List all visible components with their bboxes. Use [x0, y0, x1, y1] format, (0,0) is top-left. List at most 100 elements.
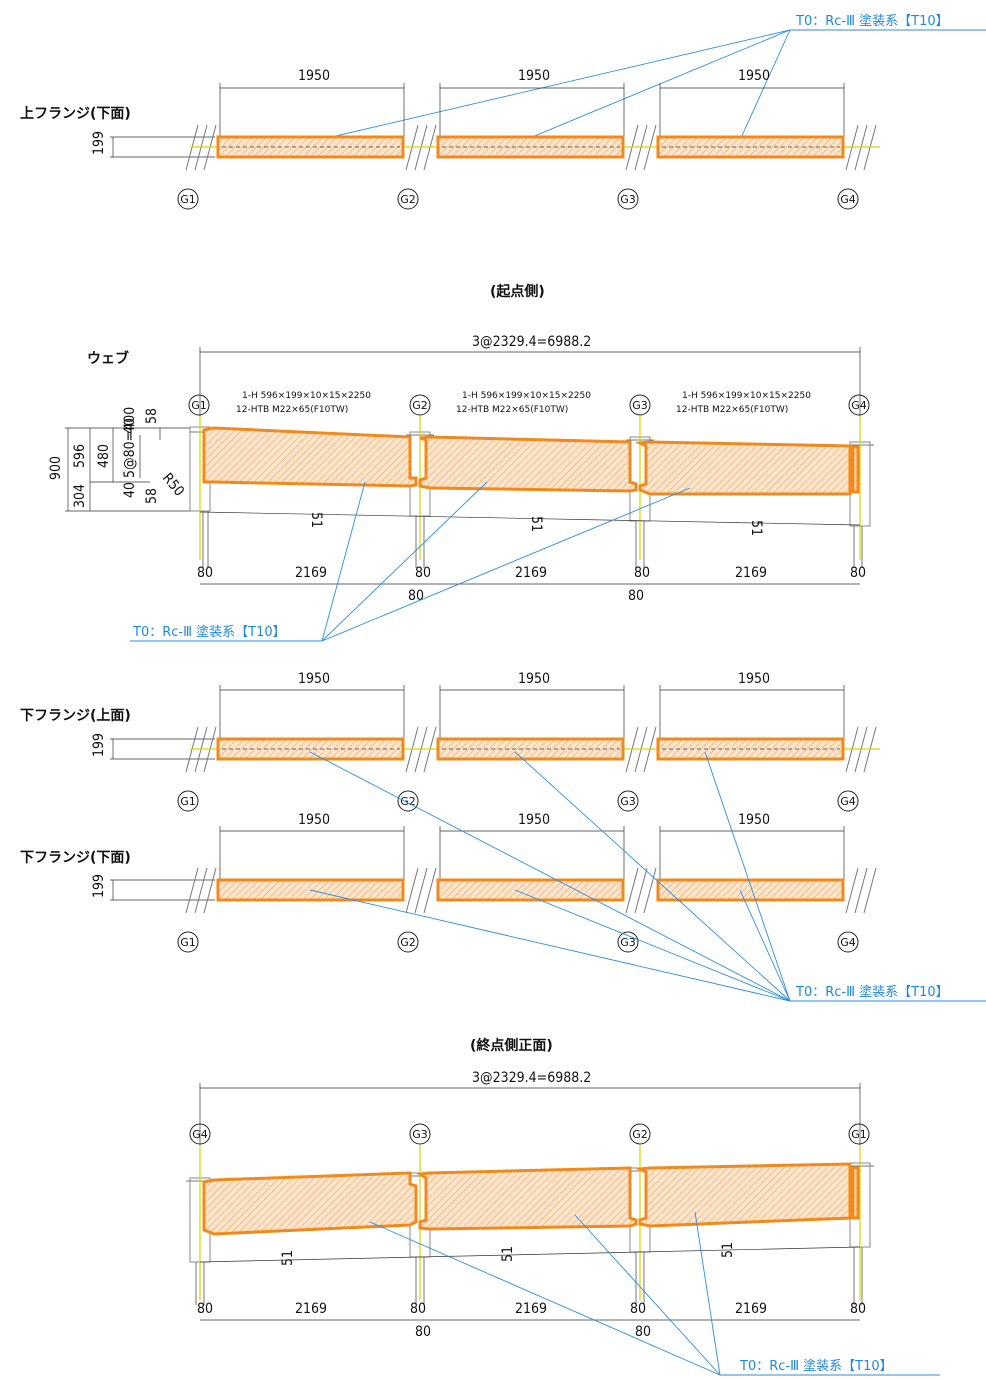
end-edge-3b: 80 — [635, 1324, 651, 1340]
paint-label-top: T0：Rc-Ⅲ 塗装系【T10】 — [795, 13, 949, 29]
web-start-plate-3 — [634, 440, 852, 496]
web-g3: G3 — [632, 399, 648, 412]
web-end-plate-1 — [202, 1171, 418, 1236]
web-end-view: (終点側正面) 3@2329.4=6988.2 G4 G3 G2 G1 — [186, 1037, 940, 1376]
bft-span-3: 1950 — [738, 671, 770, 687]
dim-900: 900 — [48, 456, 64, 480]
end-51-2: 51 — [500, 1246, 516, 1262]
end-g4: G4 — [192, 1128, 208, 1141]
end-overall-dim: 3@2329.4=6988.2 — [472, 1070, 591, 1086]
bottom-flange-bottom-view: 下フランジ(下面) 1950 1950 1950 199 G1 G2 G3 G4… — [20, 751, 986, 1002]
top-flange-dims: 1950 1950 1950 199 — [91, 68, 845, 158]
top-flange-plate-2 — [436, 135, 625, 159]
bfb-plate-3 — [656, 878, 845, 902]
web-start-girder-markers: G1 G2 G3 G4 — [188, 394, 870, 416]
end-span-2: 2169 — [515, 1301, 547, 1317]
web-start-plate-1 — [202, 426, 418, 488]
top-flange-plate-3 — [656, 135, 845, 159]
web-start-girders — [189, 416, 874, 568]
web-span-3: 2169 — [735, 565, 767, 581]
dim-58a: 58 — [144, 408, 160, 424]
bfb-g2: G2 — [400, 936, 416, 949]
top-g3: G3 — [620, 193, 636, 206]
end-title: (終点側正面) — [470, 1037, 553, 1054]
web-start-view: (起点側) ウェブ 3@2329.4=6988.2 1-H 596×199×10… — [48, 283, 874, 642]
end-g2: G2 — [632, 1128, 648, 1141]
bft-g3: G3 — [620, 795, 636, 808]
web-g4: G4 — [851, 399, 867, 412]
web-end-plate-3 — [634, 1162, 852, 1228]
start-title: (起点側) — [490, 283, 545, 300]
top-flange-plate-1 — [216, 135, 405, 159]
paint-label-bottom-flange: T0：Rc-Ⅲ 塗装系【T10】 — [795, 984, 949, 1000]
web-end-plate-2 — [415, 1166, 638, 1231]
end-span-3: 2169 — [735, 1301, 767, 1317]
paint-label-web-end: T0：Rc-Ⅲ 塗装系【T10】 — [739, 1358, 893, 1374]
top-span-1: 1950 — [298, 68, 330, 84]
dim-596: 596 — [72, 444, 88, 468]
dim-r50: R50 — [159, 470, 187, 499]
web-51-2: 51 — [528, 516, 544, 532]
top-width: 199 — [91, 131, 107, 155]
end-edge-2b: 80 — [415, 1324, 431, 1340]
bfb-span-3: 1950 — [738, 812, 770, 828]
web-51-3: 51 — [748, 520, 764, 536]
end-g3: G3 — [412, 1128, 428, 1141]
top-span-3: 1950 — [738, 68, 770, 84]
web-height-dims: 900 596 304 480 5@80=400 40 40 58 58 R50 — [48, 407, 200, 512]
dim-304: 304 — [72, 484, 88, 508]
top-g2: G2 — [400, 193, 416, 206]
end-g1: G1 — [851, 1128, 867, 1141]
web-edge-2: 80 — [415, 565, 431, 581]
bft-width: 199 — [91, 733, 107, 757]
bft-plate-2 — [436, 737, 625, 761]
dim-pitch: 5@80=400 — [122, 407, 138, 478]
dim-58b: 58 — [144, 488, 160, 504]
bottom-flange-top-title: 下フランジ(上面) — [20, 708, 131, 724]
bft-g4: G4 — [840, 795, 856, 808]
web-start-plate-2 — [418, 435, 638, 493]
bft-span-1: 1950 — [298, 671, 330, 687]
bfb-span-2: 1950 — [518, 812, 550, 828]
end-edge-1: 80 — [197, 1301, 213, 1317]
top-span-2: 1950 — [518, 68, 550, 84]
dim-40b: 40 — [122, 482, 138, 498]
splice-note-2a: 1-H 596×199×10×15×2250 — [462, 391, 591, 401]
bft-plate-3 — [656, 737, 845, 761]
dim-40a: 40 — [122, 418, 138, 434]
bfb-plate-2 — [436, 878, 625, 902]
web-title: ウェブ — [87, 350, 129, 367]
web-span-2: 2169 — [515, 565, 547, 581]
web-51-1: 51 — [308, 512, 324, 528]
splice-note-3b: 12-HTB M22×65(F10TW) — [676, 405, 788, 415]
web-overall-dim: 3@2329.4=6988.2 — [472, 334, 591, 350]
bfb-g4: G4 — [840, 936, 856, 949]
bottom-flange-bottom-title: 下フランジ(下面) — [20, 850, 131, 866]
paint-label-web-start: T0：Rc-Ⅲ 塗装系【T10】 — [132, 624, 286, 640]
bfb-g3: G3 — [620, 936, 636, 949]
dim-480: 480 — [96, 444, 112, 468]
top-g1: G1 — [180, 193, 196, 206]
bottom-flange-top-view: 下フランジ(上面) 1950 1950 1950 199 G1 G2 G3 — [20, 671, 880, 812]
splice-note-1b: 12-HTB M22×65(F10TW) — [236, 405, 348, 415]
bfb-width: 199 — [91, 874, 107, 898]
web-span-1: 2169 — [295, 565, 327, 581]
top-g4: G4 — [840, 193, 856, 206]
web-edge-4: 80 — [850, 565, 866, 581]
web-start-bottom-dims: 80 2169 80 80 2169 80 80 2169 80 — [197, 565, 866, 604]
top-girder-markers: G1 G2 G3 G4 — [177, 188, 859, 210]
end-51-3: 51 — [720, 1242, 736, 1258]
top-flange-view: T0：Rc-Ⅲ 塗装系【T10】 上フランジ(下面) 1950 1950 195… — [20, 13, 986, 210]
splice-note-3a: 1-H 596×199×10×15×2250 — [682, 391, 811, 401]
bft-plate-1 — [216, 737, 405, 761]
bft-g1: G1 — [180, 795, 196, 808]
web-edge-3b: 80 — [628, 588, 644, 604]
bfb-g1: G1 — [180, 936, 196, 949]
bft-span-2: 1950 — [518, 671, 550, 687]
web-edge-1: 80 — [197, 565, 213, 581]
web-g2: G2 — [412, 399, 428, 412]
bfb-span-1: 1950 — [298, 812, 330, 828]
end-51-1: 51 — [280, 1250, 296, 1266]
top-flange-title: 上フランジ(下面) — [20, 106, 131, 122]
